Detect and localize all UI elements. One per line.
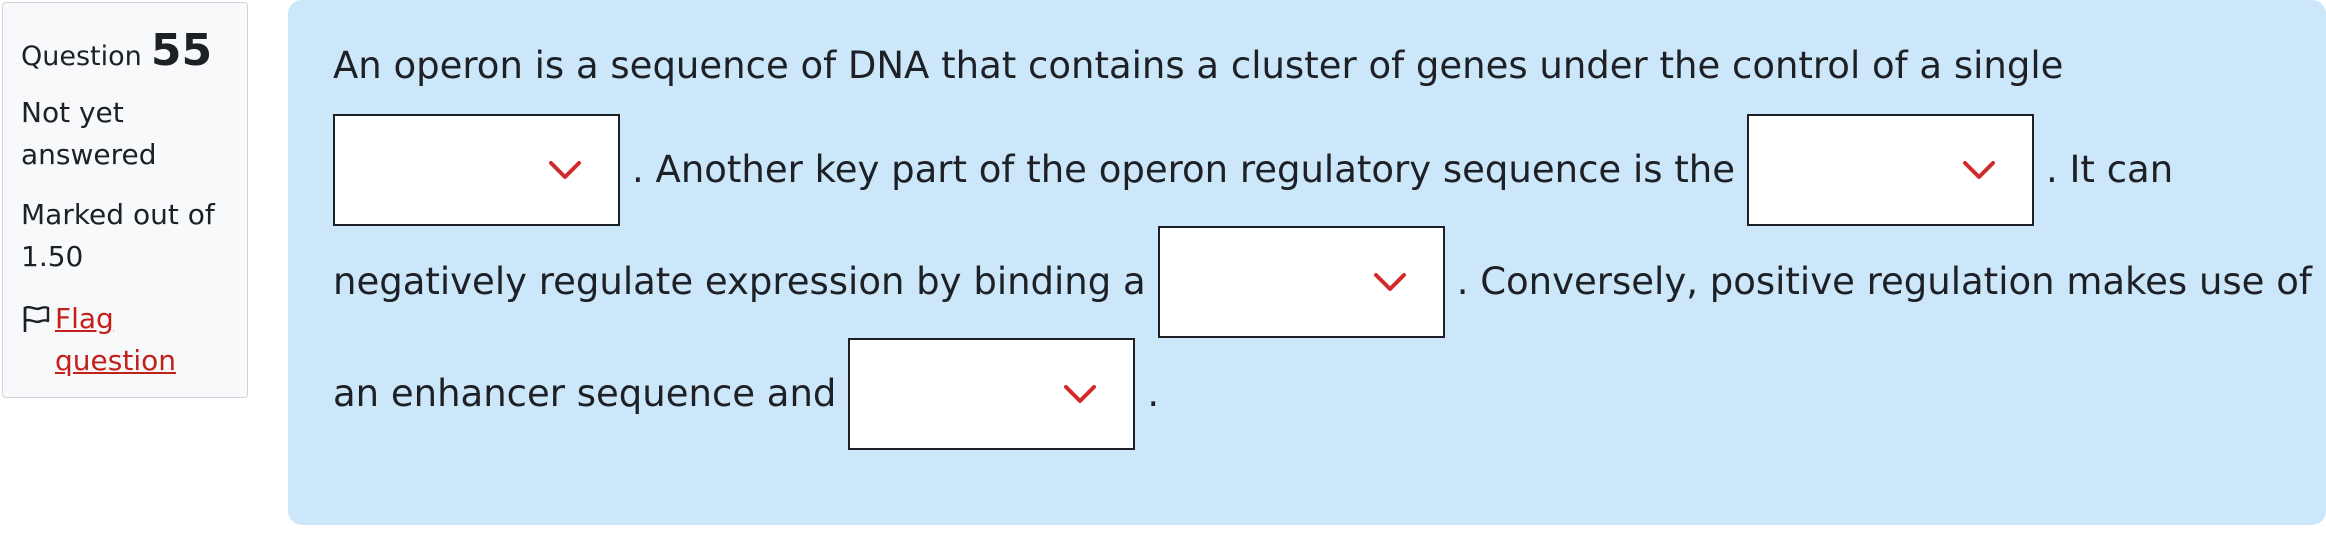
- question-text-segment-7: .: [1147, 372, 1160, 415]
- flag-icon: [21, 298, 55, 340]
- question-content-panel: An operon is a sequence of DNA that cont…: [288, 0, 2326, 525]
- question-line-2: . Another key part of the operon regulat…: [333, 114, 2296, 226]
- question-text-segment-4: negatively regulate expression by bindin…: [333, 260, 1146, 303]
- answer-dropdown-3[interactable]: [1157, 226, 1445, 338]
- grade-line-1: Marked out of: [21, 198, 215, 231]
- flag-text-line-1[interactable]: Flag: [55, 302, 114, 335]
- grade-line-2: 1.50: [21, 240, 84, 273]
- flag-text-line-2[interactable]: question: [55, 344, 176, 377]
- answer-dropdown-4[interactable]: [848, 338, 1136, 450]
- question-line-1: An operon is a sequence of DNA that cont…: [333, 20, 2296, 112]
- question-text-segment-5: . Conversely, positive regulation makes …: [1456, 260, 2312, 303]
- question-line-4: an enhancer sequence and .: [333, 338, 2296, 450]
- chevron-down-icon: [1963, 161, 1995, 179]
- flag-question-link[interactable]: Flag question: [21, 298, 229, 382]
- question-label: Question: [21, 41, 142, 72]
- question-text-segment-2: . Another key part of the operon regulat…: [632, 148, 1735, 191]
- question-line-3: negatively regulate expression by bindin…: [333, 226, 2312, 338]
- state-line-1: Not yet: [21, 96, 124, 129]
- question-text-segment-3: . It can: [2046, 148, 2174, 191]
- question-text-segment-6: an enhancer sequence and: [333, 372, 837, 415]
- state-line-2: answered: [21, 138, 157, 171]
- question-text: An operon is a sequence of DNA that cont…: [333, 20, 2312, 450]
- question-number: Question 55: [21, 27, 229, 84]
- question-number-value: 55: [150, 25, 213, 76]
- answer-dropdown-2[interactable]: [1747, 114, 2034, 226]
- question-text-segment-1: An operon is a sequence of DNA that cont…: [333, 44, 2064, 87]
- chevron-down-icon: [1064, 385, 1097, 403]
- answer-dropdown-1[interactable]: [333, 114, 620, 226]
- chevron-down-icon: [1373, 273, 1406, 291]
- flag-question-text[interactable]: Flag question: [55, 298, 176, 382]
- question-info-panel: Question 55 Not yet answered Marked out …: [2, 2, 248, 398]
- question-state: Not yet answered: [21, 92, 229, 176]
- chevron-down-icon: [549, 161, 581, 179]
- question-grade: Marked out of 1.50: [21, 194, 229, 278]
